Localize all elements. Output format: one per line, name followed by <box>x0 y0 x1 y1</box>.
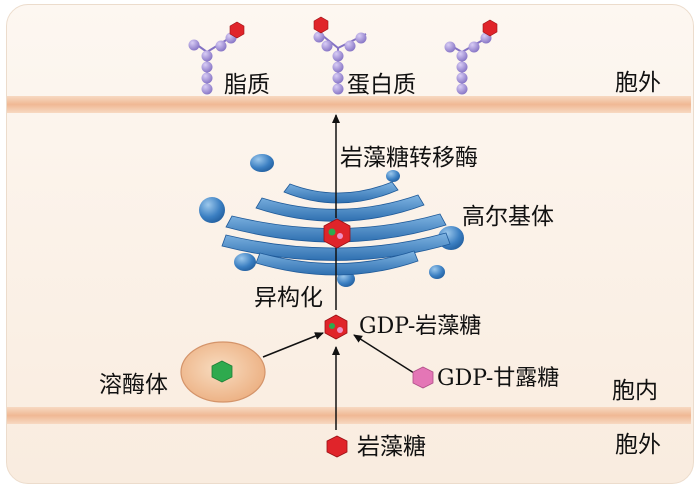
inside-label: 胞内 <box>612 378 658 404</box>
lysosome-label: 溶酶体 <box>99 372 168 398</box>
isomerization-label: 异构化 <box>254 285 323 311</box>
diagram-frame <box>6 4 694 484</box>
outside-top-label: 胞外 <box>615 70 661 96</box>
gdp-mannose-label: GDP-甘露糖 <box>437 366 560 391</box>
lysosome-fucose-icon <box>211 360 233 383</box>
golgi-fucose-icon <box>323 218 351 249</box>
golgi-apparatus <box>221 181 451 276</box>
protein-label: 蛋白质 <box>347 72 416 98</box>
plasma-membrane-top <box>7 96 691 113</box>
golgi-label: 高尔基体 <box>462 204 554 230</box>
gdp-fucose-icon <box>324 314 348 340</box>
glycan-protein <box>313 16 367 95</box>
pathway-arrows <box>262 114 415 430</box>
gdp-mannose-icon <box>412 366 434 389</box>
fucose-label: 岩藻糖 <box>357 434 426 460</box>
fucose-icon <box>326 435 348 458</box>
outside-bottom-label: 胞外 <box>615 432 661 458</box>
glycan-right <box>444 19 498 95</box>
gdp-fucose-label: GDP-岩藻糖 <box>359 314 482 339</box>
lipid-label: 脂质 <box>224 72 270 98</box>
plasma-membrane-bottom <box>7 407 691 424</box>
glycan-lipid <box>188 21 245 95</box>
fucosyltransferase-label: 岩藻糖转移酶 <box>340 145 478 171</box>
